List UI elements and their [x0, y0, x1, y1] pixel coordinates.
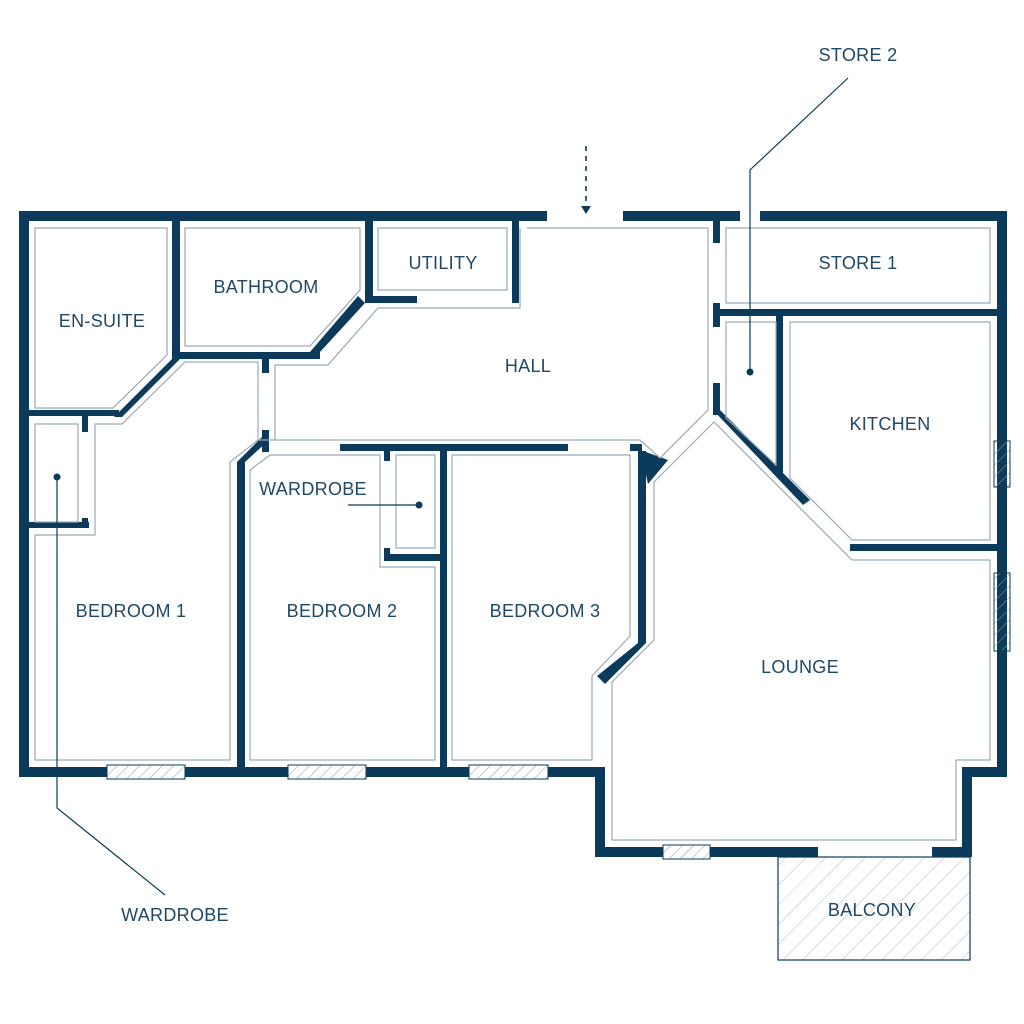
- interior-walls: [29, 221, 1007, 767]
- label-bedroom-1: BEDROOM 1: [76, 601, 187, 621]
- label-bedroom-3: BEDROOM 3: [490, 601, 601, 621]
- utility-outline: [377, 227, 508, 291]
- label-hall: HALL: [505, 356, 551, 376]
- wardrobe-1-leader: [56, 477, 166, 896]
- balcony: [777, 856, 971, 961]
- window-lounge-side: [993, 572, 1011, 652]
- store-1-outline: [725, 227, 991, 304]
- label-wardrobe-1: WARDROBE: [121, 905, 229, 925]
- room-outlines: [34, 227, 991, 841]
- label-kitchen: KITCHEN: [849, 414, 930, 434]
- label-utility: UTILITY: [408, 253, 477, 273]
- label-wardrobe-2: WARDROBE: [259, 479, 367, 499]
- outer-walls: [19, 211, 1007, 857]
- labels: EN-SUITE BATHROOM UTILITY HALL STORE 1 S…: [59, 45, 930, 925]
- label-bathroom: BATHROOM: [213, 277, 318, 297]
- window-lounge: [662, 844, 711, 860]
- label-store-1: STORE 1: [819, 253, 898, 273]
- window-bedroom-1: [106, 764, 186, 780]
- wardrobe-2-outline: [395, 454, 436, 549]
- label-balcony: BALCONY: [828, 900, 916, 920]
- windows: [106, 440, 1011, 860]
- leaders: [53, 77, 849, 896]
- bathroom-outline: [184, 227, 361, 347]
- window-bedroom-2: [287, 764, 367, 780]
- label-en-suite: EN-SUITE: [59, 311, 145, 331]
- label-bedroom-2: BEDROOM 2: [287, 601, 398, 621]
- bedroom-3-outline: [451, 454, 631, 761]
- en-suite-outline: [34, 227, 168, 409]
- store-2-leader: [749, 77, 849, 372]
- store-2-outline: [725, 321, 777, 467]
- wardrobe-1-outline: [34, 423, 79, 523]
- window-kitchen: [993, 440, 1011, 488]
- label-lounge: LOUNGE: [761, 657, 839, 677]
- bedroom-1-outline: [34, 361, 259, 761]
- kitchen-outline: [789, 321, 991, 541]
- lounge-outline: [611, 421, 991, 841]
- bedroom-2-outline: [249, 454, 436, 761]
- label-store-2: STORE 2: [819, 45, 898, 65]
- hall-outline: [274, 227, 709, 459]
- entrance-arrow-icon: [581, 146, 591, 214]
- window-bedroom-3: [468, 764, 549, 780]
